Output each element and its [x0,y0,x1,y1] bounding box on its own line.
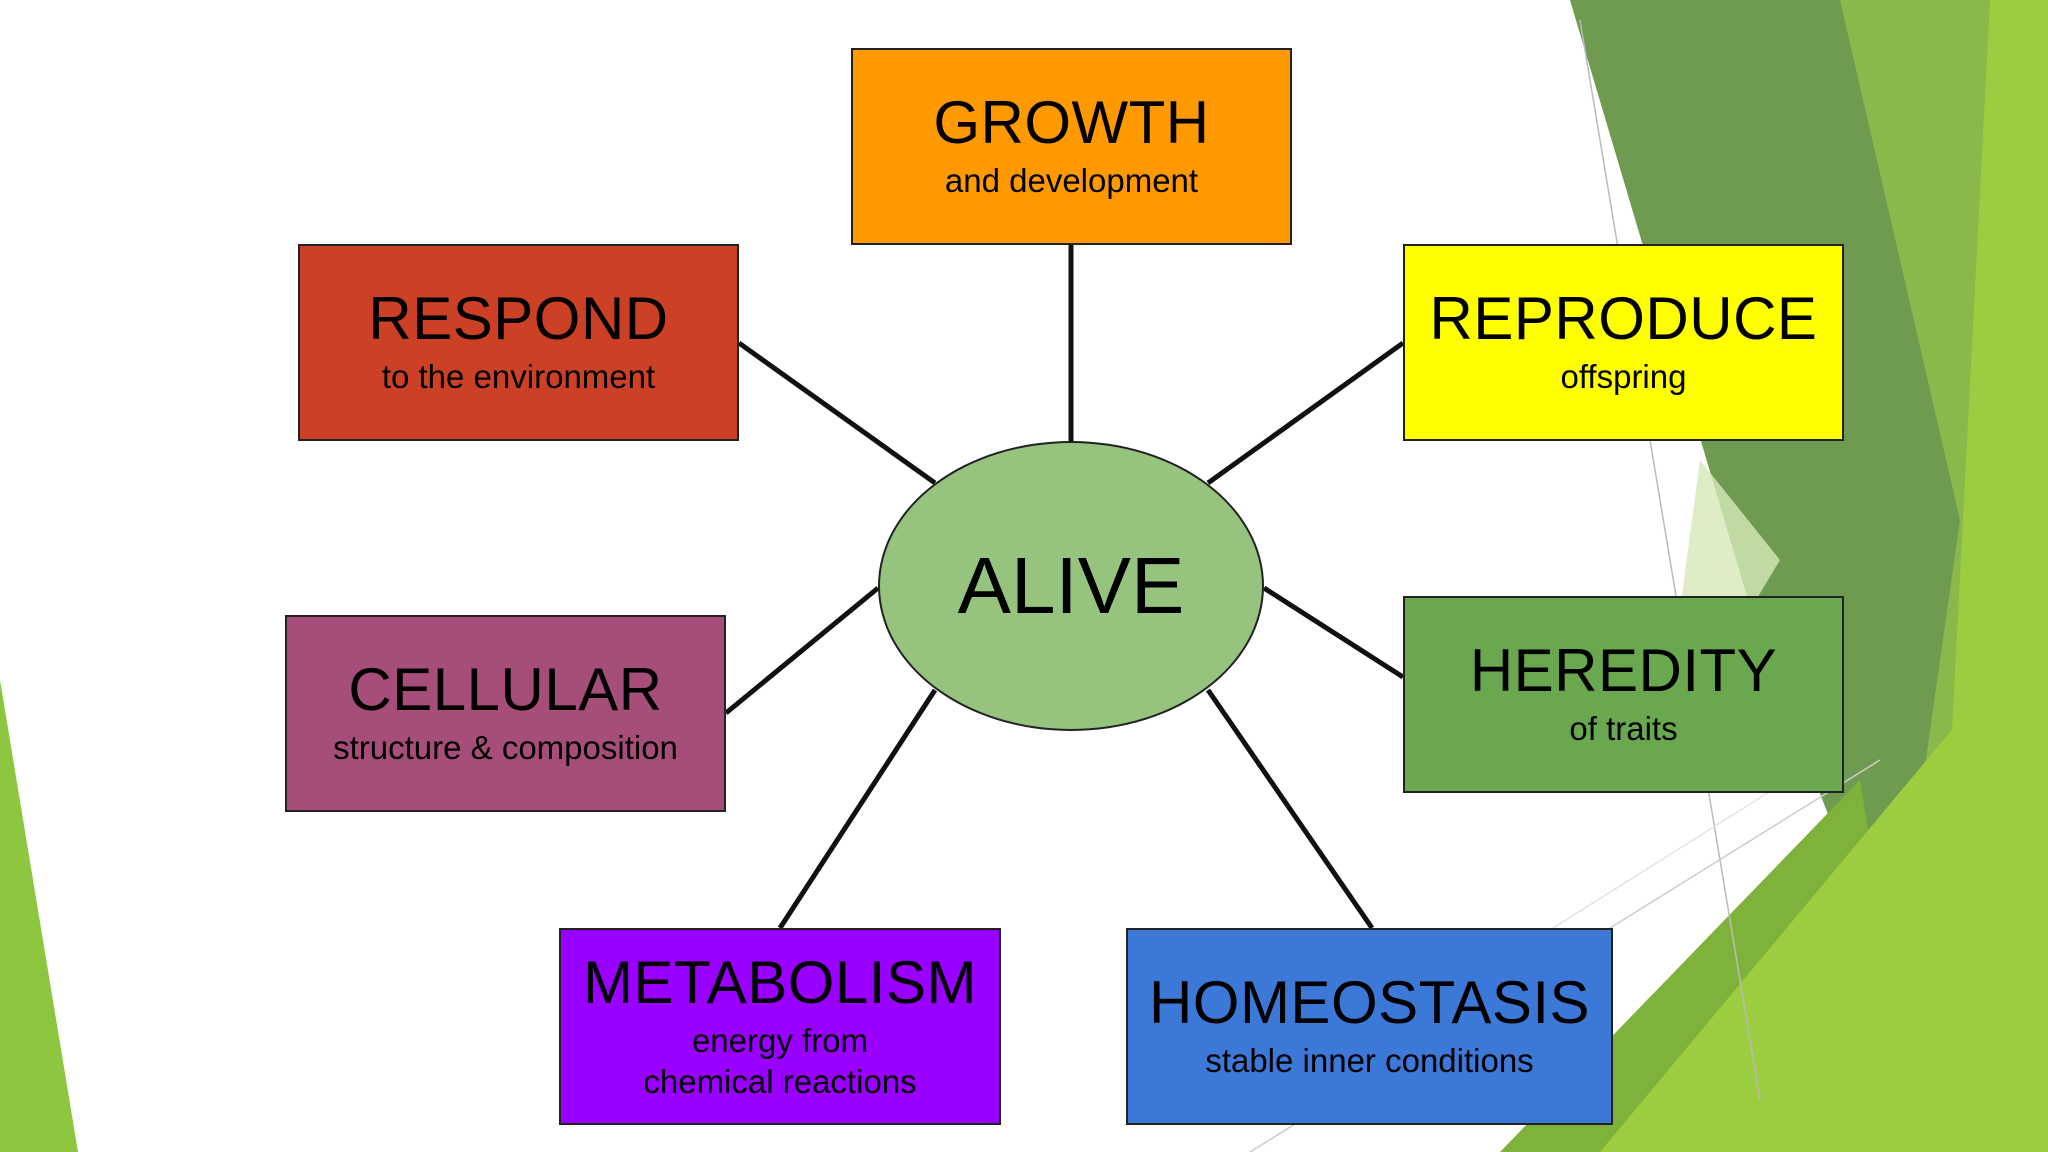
connector-homeostasis [1205,688,1375,930]
node-title: HEREDITY [1469,637,1778,705]
node-subtitle: structure & composition [333,729,678,767]
node-cellular: CELLULAR structure & composition [285,615,726,812]
connector-respond [737,340,937,486]
node-title: CELLULAR [348,656,663,724]
right-lower-light-shape [1600,720,2000,1152]
node-subtitle: energy from chemical reactions [643,1021,917,1100]
node-respond: RESPOND to the environment [298,244,739,441]
node-subtitle: offspring [1560,358,1687,396]
left-green-shape [0,680,78,1152]
node-subtitle: of traits [1569,710,1678,748]
connector-heredity [1262,585,1405,680]
node-reproduce: REPRODUCE offspring [1403,244,1844,441]
node-title: GROWTH [933,89,1210,157]
node-growth: GROWTH and development [851,48,1292,245]
node-heredity: HEREDITY of traits [1403,596,1844,793]
thin-line-1 [1579,19,1761,1101]
node-metabolism: METABOLISM energy from chemical reaction… [559,928,1001,1125]
node-title: RESPOND [368,285,669,353]
connector-reproduce [1206,340,1405,486]
node-subtitle: to the environment [381,358,656,396]
node-homeostasis: HOMEOSTASIS stable inner conditions [1126,928,1613,1125]
center-node-alive: ALIVE [878,441,1264,731]
node-title: METABOLISM [583,948,977,1016]
node-subtitle: and development [944,162,1199,200]
center-label: ALIVE [957,541,1185,630]
node-title: HOMEOSTASIS [1148,969,1591,1037]
connector-cellular [724,586,880,715]
connector-metabolism [777,688,938,930]
node-subtitle: stable inner conditions [1205,1042,1534,1080]
node-title: REPRODUCE [1429,285,1818,353]
